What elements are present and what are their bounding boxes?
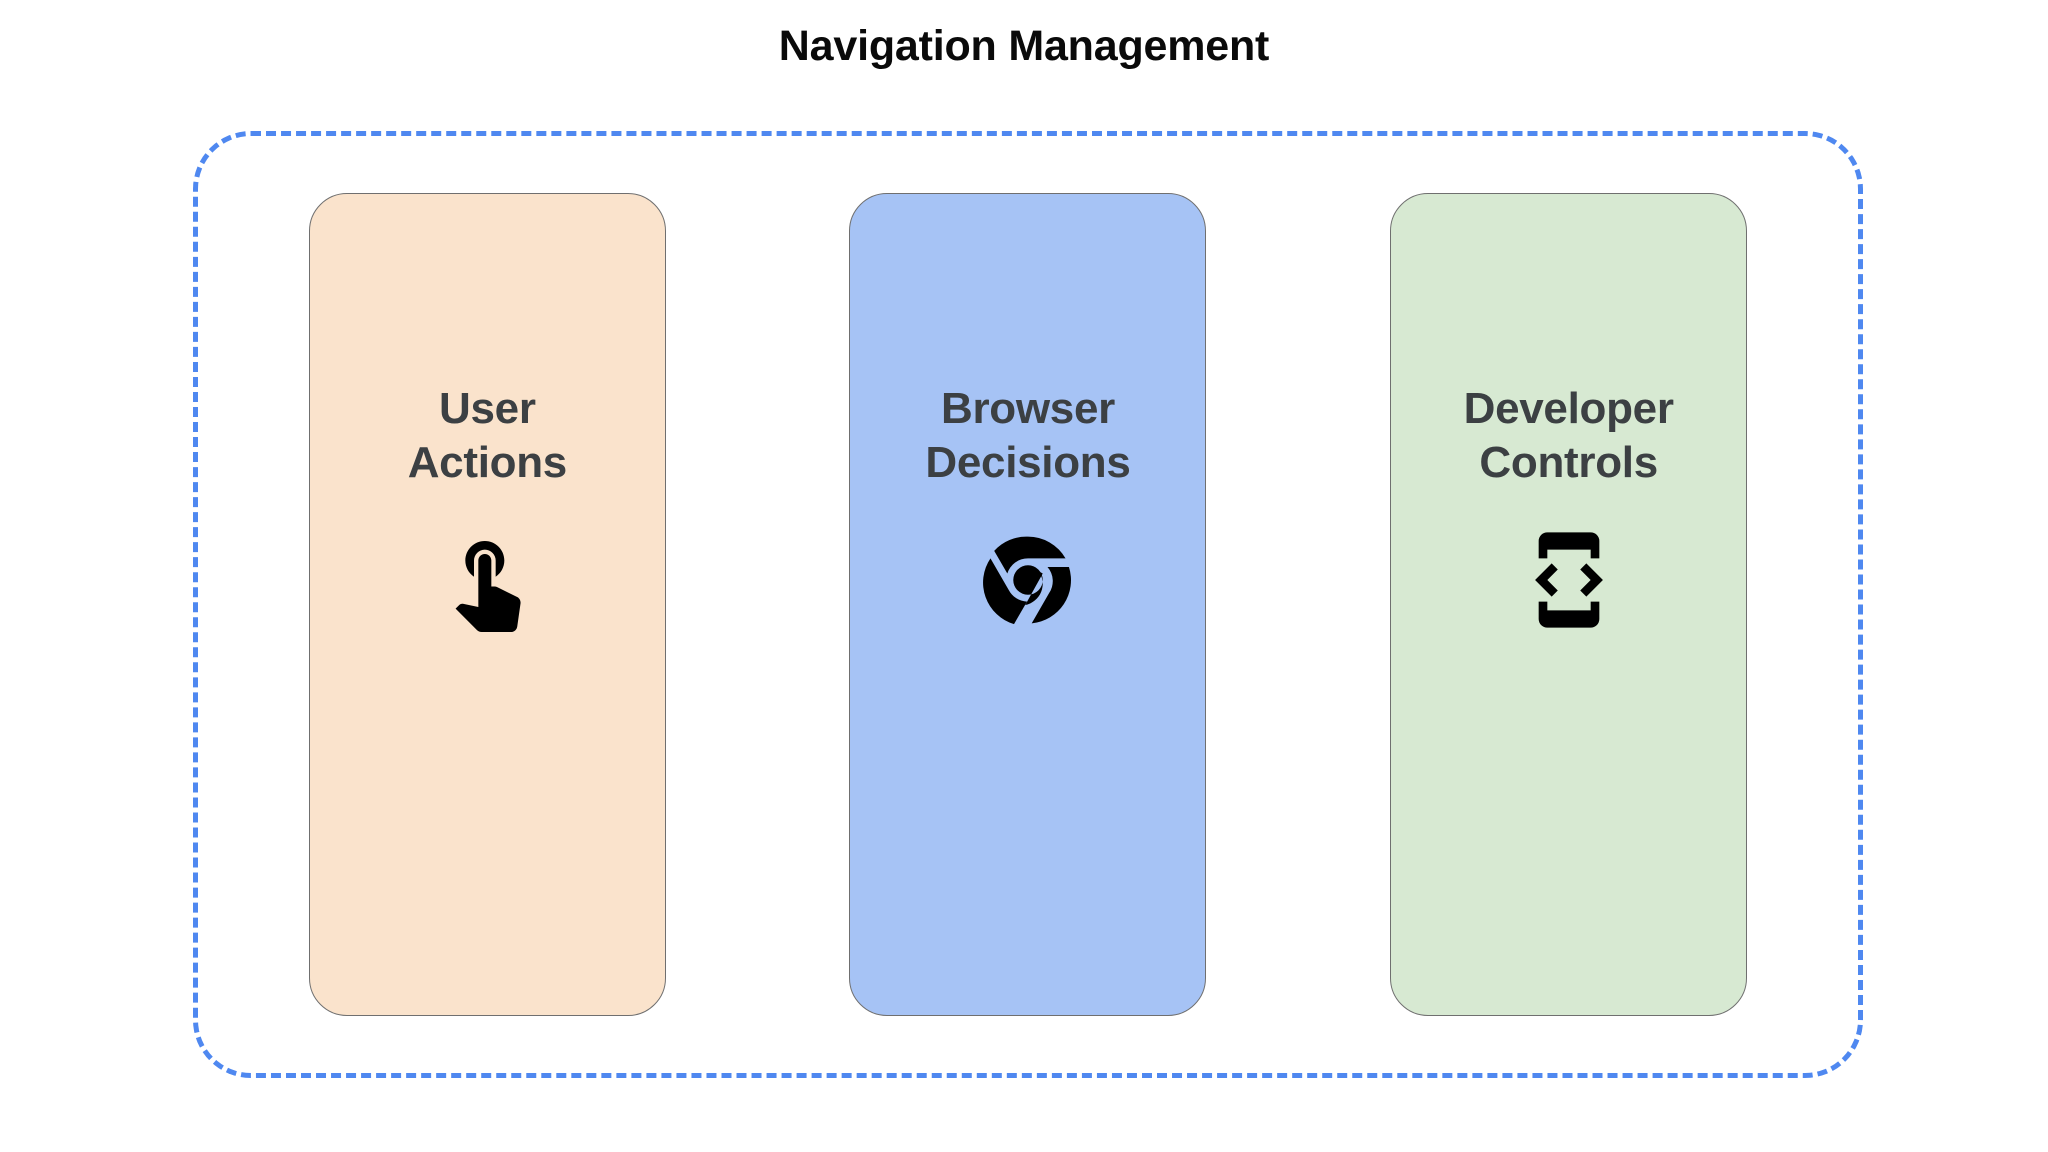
card-developer-controls[interactable]: Developer Controls [1390,193,1748,1016]
card-user-actions[interactable]: User Actions [308,193,666,1016]
card-title-user-actions: User Actions [407,384,568,488]
card-title-developer-controls: Developer Controls [1463,384,1674,488]
card-title-browser-decisions: Browser Decisions [925,384,1131,488]
card-browser-decisions[interactable]: Browser Decisions [849,193,1207,1016]
chrome-logo-icon [976,528,1080,632]
cards-row: User Actions Browser Decisions Developer… [193,131,1863,1078]
navigation-management-group-boundary [193,131,1863,1078]
developer-mode-icon [1517,528,1621,632]
page-title: Navigation Management [778,22,1270,70]
touch-app-icon [435,528,539,633]
